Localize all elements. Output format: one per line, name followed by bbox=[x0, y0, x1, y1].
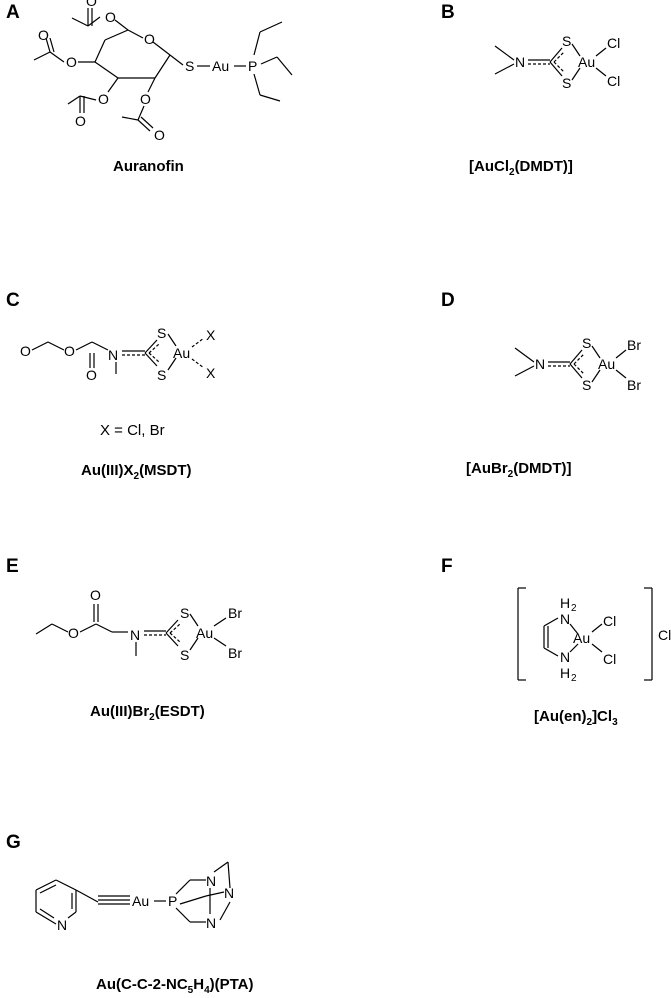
atom-s: S bbox=[157, 325, 166, 341]
atom-n: N bbox=[206, 915, 216, 931]
atom-o: O bbox=[86, 0, 97, 9]
au-br2-esdt-structure: O O N S S Au Br Br bbox=[35, 587, 242, 663]
atom-br: Br bbox=[228, 645, 242, 661]
atom-n: N bbox=[560, 649, 570, 665]
atom-cl: Cl bbox=[603, 613, 616, 629]
atom-o: O bbox=[38, 27, 49, 43]
au-pta-structure: N Au P N N N bbox=[35, 861, 234, 933]
au-x2-msdt-structure: O O O N S S Au X X bbox=[20, 325, 216, 383]
atom-h: H bbox=[560, 665, 570, 681]
atom-au: Au bbox=[573, 630, 590, 646]
panel-label-c: C bbox=[6, 290, 20, 311]
atom-s: S bbox=[185, 58, 194, 74]
caption-au-pta: Au(C-C-2-NC5H4)(PTA) bbox=[96, 976, 254, 996]
caption-auranofin: Auranofin bbox=[113, 158, 184, 175]
atom-s: S bbox=[157, 367, 166, 383]
atom-o: O bbox=[75, 113, 86, 129]
panel-label-e: E bbox=[6, 556, 19, 577]
caption-au-x2-msdt: Au(III)X2(MSDT) bbox=[81, 462, 192, 482]
atom-o: O bbox=[144, 31, 155, 47]
atom-cl: Cl bbox=[607, 35, 620, 51]
atom-s: S bbox=[582, 377, 591, 393]
atom-n: N bbox=[224, 885, 234, 901]
atom-br: Br bbox=[627, 377, 641, 393]
caption-au-br2-esdt: Au(III)Br2(ESDT) bbox=[90, 703, 205, 723]
atom-au: Au bbox=[132, 893, 149, 909]
caption-aucl2-dmdt: [AuCl2(DMDT)] bbox=[469, 158, 573, 178]
atom-cl: Cl bbox=[658, 627, 671, 643]
atom-p: P bbox=[168, 893, 177, 909]
atom-x: X bbox=[206, 365, 216, 381]
panel-label-d: D bbox=[441, 290, 455, 311]
atom-n: N bbox=[535, 356, 545, 372]
atom-cl: Cl bbox=[607, 73, 620, 89]
atom-h-sub: 2 bbox=[571, 603, 577, 614]
atom-n: N bbox=[108, 347, 118, 363]
atom-o: O bbox=[86, 367, 97, 383]
atom-o: O bbox=[90, 587, 101, 603]
aubr2-dmdt-structure: N S S Au Br Br bbox=[514, 335, 641, 393]
atom-cl: Cl bbox=[603, 651, 616, 667]
atom-au: Au bbox=[578, 54, 595, 70]
atom-o: O bbox=[105, 9, 116, 25]
caption-au-en2-cl3: [Au(en)2]Cl3 bbox=[534, 708, 618, 728]
atom-au: Au bbox=[196, 625, 213, 641]
atom-s: S bbox=[582, 335, 591, 351]
panel-label-b: B bbox=[441, 2, 455, 23]
panel-label-a: A bbox=[6, 2, 20, 23]
atom-au: Au bbox=[173, 345, 190, 361]
atom-o: O bbox=[64, 343, 75, 359]
atom-o: O bbox=[68, 625, 79, 641]
atom-n: N bbox=[206, 873, 216, 889]
atom-p: P bbox=[248, 58, 257, 74]
atom-n: N bbox=[130, 627, 140, 643]
atom-s: S bbox=[562, 33, 571, 49]
atom-s: S bbox=[180, 605, 189, 621]
atom-h: H bbox=[560, 595, 570, 611]
auranofin-structure: O O O O O O O O O S Au P bbox=[33, 0, 293, 143]
atom-x: X bbox=[206, 327, 216, 343]
atom-br: Br bbox=[228, 605, 242, 621]
atom-n: N bbox=[515, 54, 525, 70]
au-en2-cl3-structure: H 2 N N H 2 Au Cl Cl Cl bbox=[517, 587, 671, 684]
atom-h-sub: 2 bbox=[571, 673, 577, 684]
atom-o: O bbox=[20, 343, 31, 359]
caption-aubr2-dmdt: [AuBr2(DMDT)] bbox=[466, 460, 572, 480]
atom-n: N bbox=[560, 611, 570, 627]
atom-br: Br bbox=[627, 337, 641, 353]
substituent-note: X = Cl, Br bbox=[100, 422, 165, 439]
panel-label-f: F bbox=[441, 556, 453, 577]
aucl2-dmdt-structure: N S S Au Cl Cl bbox=[494, 33, 620, 91]
atom-s: S bbox=[180, 647, 189, 663]
atom-au: Au bbox=[212, 58, 229, 74]
atom-o: O bbox=[140, 91, 151, 107]
atom-o: O bbox=[98, 91, 109, 107]
atom-s: S bbox=[562, 75, 571, 91]
atom-o: O bbox=[66, 54, 77, 70]
atom-au: Au bbox=[598, 356, 615, 372]
atom-n: N bbox=[57, 917, 67, 933]
atom-o: O bbox=[154, 127, 165, 143]
panel-label-g: G bbox=[6, 832, 21, 853]
